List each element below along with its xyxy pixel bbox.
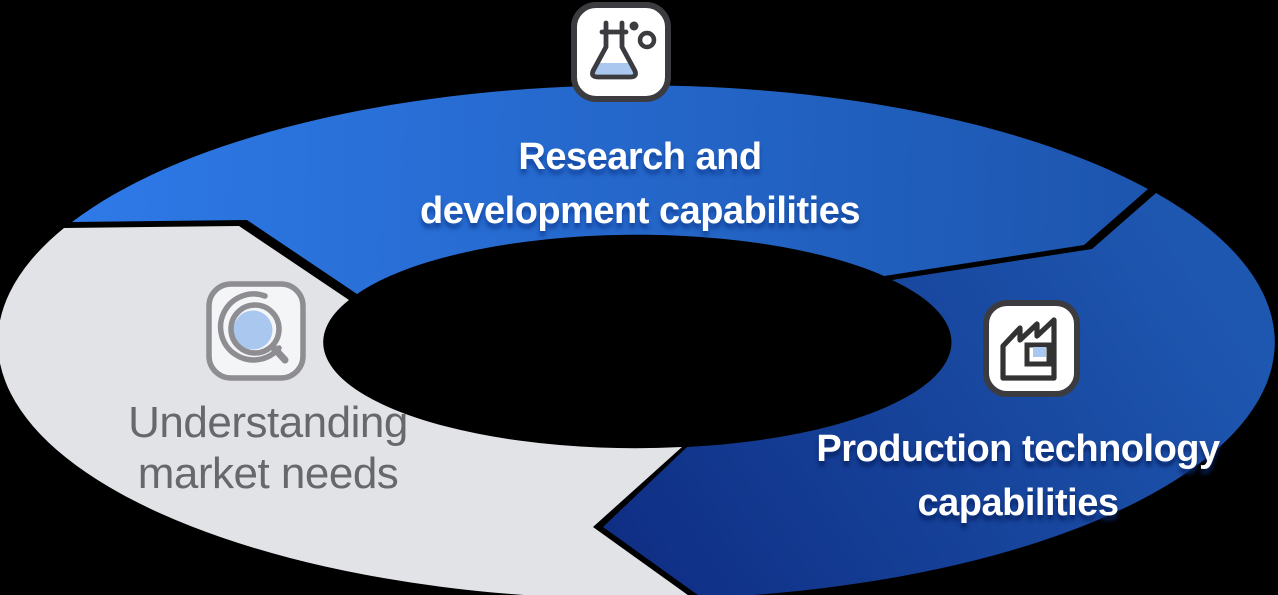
segment-research-development [72, 85, 1148, 295]
segment-production-technology [603, 193, 1275, 595]
flask-outline [590, 20, 638, 80]
label-production-line2: capabilities [917, 481, 1119, 524]
magnifier-icon [206, 281, 306, 381]
label-research-line1: Research and [518, 136, 762, 178]
label-market-line2: market needs [137, 448, 399, 498]
label-research-development: Research and development capabilities [420, 131, 860, 239]
factory-window-glass [1033, 347, 1046, 357]
flask-icon [571, 2, 671, 102]
flask-icon-box [571, 2, 671, 102]
segment-understanding-market [0, 226, 688, 595]
label-research-line2: development capabilities [420, 189, 860, 232]
magnifier-lens-fill [233, 310, 273, 350]
label-understanding-market: Understanding market needs [128, 398, 408, 499]
flask-bubble-dot [629, 21, 639, 31]
label-market-line1: Understanding [128, 398, 408, 447]
magnifier-lens-ring [228, 302, 282, 356]
label-production-technology: Production technology capabilities [816, 423, 1220, 531]
label-production-line1: Production technology [816, 428, 1220, 470]
magnifier-handle [269, 343, 289, 364]
factory-icon [983, 300, 1080, 397]
flask-bubble-ring [637, 30, 657, 50]
factory-outline [1000, 317, 1057, 381]
magnifier-outer-arc [217, 291, 282, 363]
flask-liquid [593, 63, 636, 77]
